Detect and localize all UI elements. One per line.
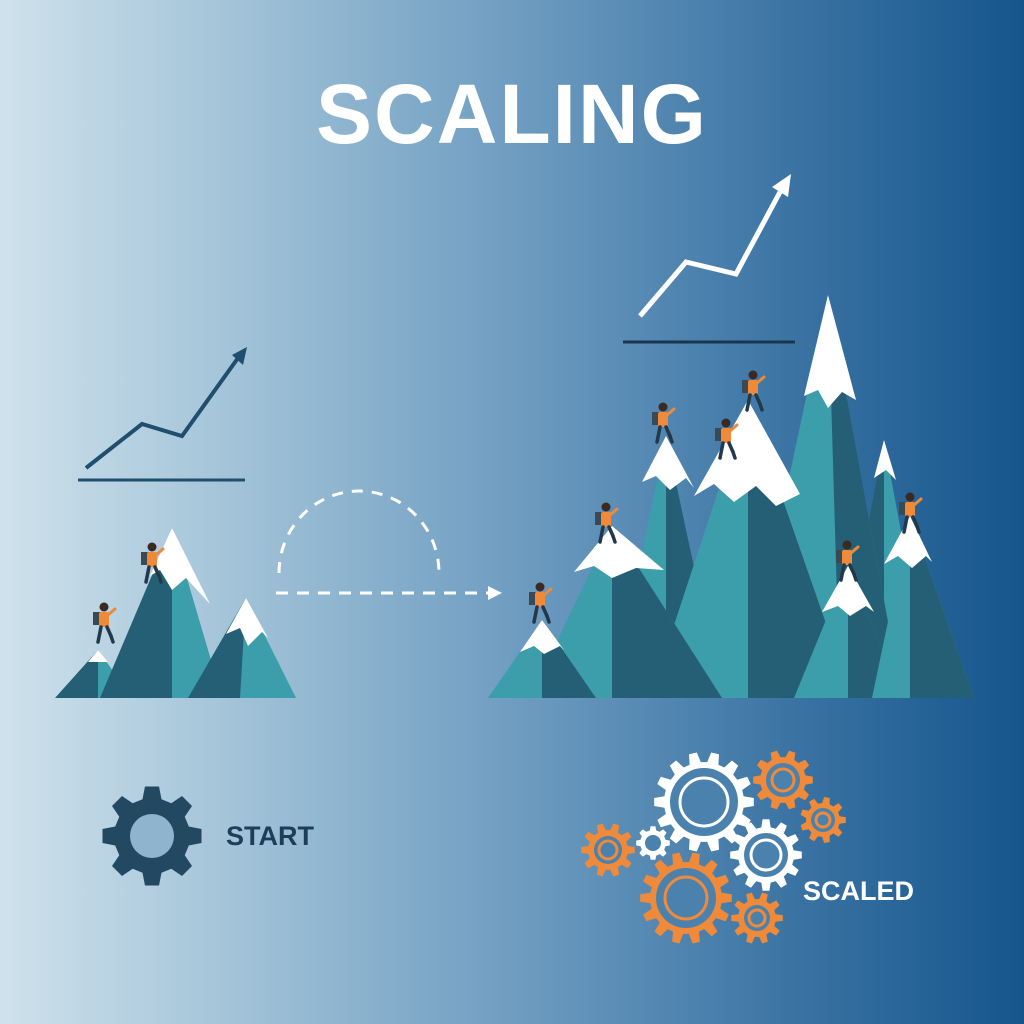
- gear-icon: [102, 786, 202, 886]
- gear-icon: [730, 819, 802, 891]
- trend-up-arrow-icon: [232, 347, 247, 365]
- transition-arrow: [276, 489, 502, 600]
- trend-chart-large: [623, 174, 795, 344]
- gear-cluster: [581, 750, 846, 944]
- gear-icon: [581, 823, 635, 877]
- trend-chart-small: [78, 347, 247, 482]
- climber-icon: [740, 368, 766, 412]
- gear-icon: [753, 750, 813, 810]
- gear-icon: [654, 752, 754, 852]
- gear-icon: [102, 786, 202, 886]
- gear-icon: [731, 892, 783, 944]
- mountain-small: [55, 528, 296, 698]
- gear-icon: [640, 852, 732, 944]
- climber-icon: [91, 600, 117, 644]
- start-label: START: [226, 821, 314, 851]
- gear-icon: [636, 826, 670, 860]
- scaled-label: SCALED: [803, 876, 915, 906]
- mountain-large: [488, 295, 974, 698]
- climber-icon: [527, 580, 553, 624]
- gear-icon: [800, 797, 846, 843]
- trend-up-arrow-icon: [772, 174, 791, 197]
- page-title: SCALING: [316, 67, 708, 161]
- climber-icon: [650, 400, 676, 444]
